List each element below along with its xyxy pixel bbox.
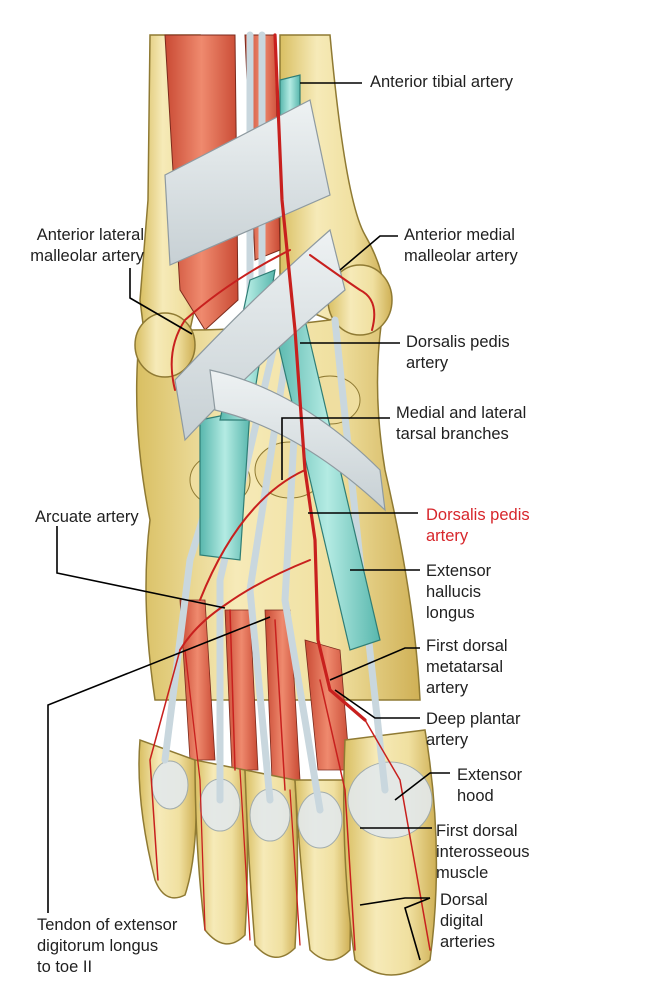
label-extensor-hallucis-longus: Extensor hallucis longus (426, 562, 492, 622)
label-deep-plantar-artery: Deep plantar artery (426, 710, 521, 749)
label-dorsalis-pedis-artery-highlight: Dorsalis pedis artery (426, 506, 530, 545)
label-tendon-extensor-digitorum-longus-toe-ii: Tendon of extensor digitorum longus to t… (37, 916, 178, 976)
interosseous-muscles (179, 599, 351, 781)
arteries (149, 33, 431, 951)
label-medial-lateral-tarsal-branches: Medial and lateral tarsal branches (396, 404, 527, 443)
leader-deep-plantar (334, 689, 420, 719)
leader-lines (47, 82, 450, 961)
label-anterior-medial-malleolar-artery: Anterior medial malleolar artery (404, 226, 518, 265)
leader-dorsal-digital-1 (359, 897, 430, 906)
label-first-dorsal-metatarsal-artery: First dorsal metatarsal artery (426, 637, 508, 697)
leader-extensor-hood (394, 772, 450, 801)
leader-arcuate-artery (56, 526, 226, 609)
leader-first-dorsal-metatarsal (329, 647, 420, 681)
retinacula (164, 99, 386, 512)
leader-tendon-edl-toe-ii (47, 616, 271, 913)
label-anterior-tibial-artery: Anterior tibial artery (370, 73, 514, 91)
extensor-hoods (151, 760, 433, 849)
label-first-dorsal-interosseous-muscle: First dorsal interosseous muscle (436, 822, 530, 882)
label-dorsalis-pedis-artery: Dorsalis pedis artery (406, 333, 510, 372)
leader-dorsal-digital-2 (404, 897, 431, 961)
leader-tarsal-branches (281, 417, 390, 480)
label-anterior-lateral-malleolar-artery: Anterior lateral malleolar artery (30, 226, 144, 265)
label-extensor-hood: Extensor hood (457, 766, 523, 805)
label-arcuate-artery: Arcuate artery (35, 508, 139, 526)
leader-anterior-lateral-malleolar (129, 268, 193, 335)
leader-anterior-medial-malleolar (339, 235, 398, 271)
label-dorsal-digital-arteries: Dorsal digital arteries (440, 891, 496, 951)
